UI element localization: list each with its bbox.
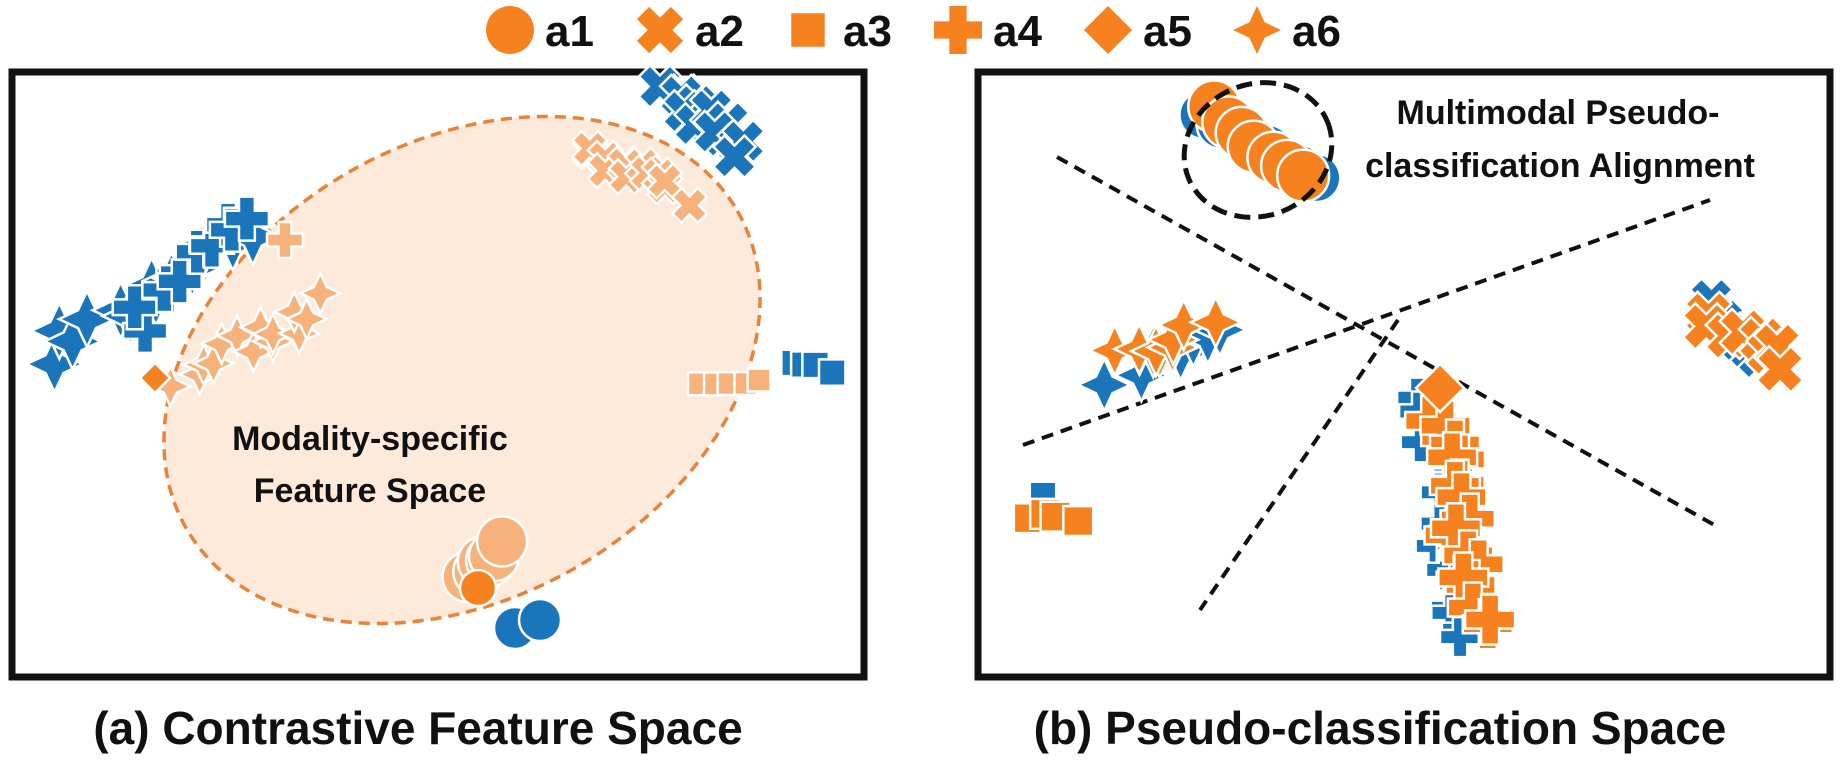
legend-label-a1: a1 [545,7,594,56]
panel-a: Modality-specific Feature Space (a) Cont… [8,63,868,754]
plus-icon [265,220,305,260]
plus-icon [934,6,982,54]
four-point-star-icon [297,270,344,317]
plus-icon [156,258,203,305]
decision-boundaries [1022,155,1719,612]
alignment-label-line2: classification Alignment [1365,147,1755,185]
boundary-line [1056,155,1719,529]
panel-a-markers [23,63,847,651]
square-icon [791,13,825,47]
boundary-line [1022,198,1711,447]
panel-b-markers [1012,79,1805,659]
circle-icon [486,6,534,54]
square-icon [817,358,847,388]
region-label-line1: Modality-specific [232,420,508,458]
plus-icon [223,195,271,242]
panel-a-frame [8,68,868,681]
x-mark-icon [1755,344,1805,395]
legend: a1 a2 a3 a4 a5 a6 [486,6,1341,56]
panel-b-caption: (b) Pseudo-classification Space [1034,702,1727,754]
x-mark-icon [670,186,709,225]
legend-label-a2: a2 [695,7,744,56]
diamond-icon [1414,362,1466,414]
plus-icon [1463,593,1517,646]
four-point-star-icon [1075,355,1134,414]
legend-label-a6: a6 [1292,7,1341,56]
plus-icon [111,283,158,331]
panel-b-frame [974,68,1834,681]
alignment-label-line1: Multimodal Pseudo- [1397,94,1720,132]
legend-label-a4: a4 [993,7,1042,56]
legend-label-a5: a5 [1143,7,1192,56]
circle-icon [517,597,563,643]
modality-specific-region [162,114,762,626]
region-label-line2: Feature Space [254,472,486,510]
circle-icon [458,568,498,608]
x-mark-icon [711,133,758,180]
panel-a-caption: (a) Contrastive Feature Space [93,702,742,754]
four-point-star-icon [249,311,296,357]
x-mark-icon [636,6,684,54]
square-icon [746,367,772,393]
alignment-cluster-outline [1181,80,1335,220]
boundary-line [1198,318,1400,612]
square-icon [1062,504,1095,538]
four-point-star-icon [1187,294,1244,351]
panel-b: Multimodal Pseudo- classification Alignm… [974,68,1834,754]
plus-icon [121,307,169,355]
four-point-star-icon [1233,6,1281,54]
four-point-star-icon [283,296,330,342]
x-mark-icon [645,161,684,201]
diamond-icon [138,361,172,395]
circle-icon [1275,148,1331,203]
diamond-icon [1084,6,1132,54]
legend-label-a3: a3 [843,7,892,56]
circle-icon [475,515,529,568]
